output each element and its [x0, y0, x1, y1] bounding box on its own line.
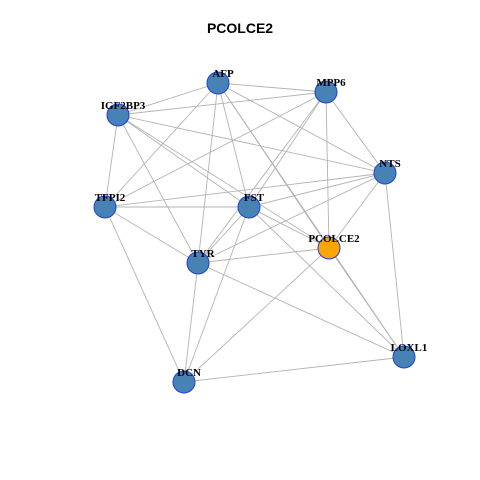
- edge-igf2bp3-pcolce2: [117, 114, 330, 249]
- node-circle-mpp6: [314, 80, 338, 104]
- node-afp: AFP: [206, 68, 234, 95]
- edge-tyr-dcn: [183, 262, 199, 383]
- edge-mpp6-nts: [325, 91, 386, 174]
- node-loxl1: LOXL1: [391, 342, 428, 369]
- edge-pcolce2-loxl1: [328, 247, 405, 358]
- edge-loxl1-dcn: [183, 356, 405, 383]
- node-label-pcolce2: PCOLCE2: [308, 233, 360, 245]
- edge-tfpi2-tyr: [104, 206, 199, 264]
- edge-fst-loxl1: [248, 206, 405, 358]
- edge-nts-fst: [248, 172, 386, 208]
- edge-mpp6-tfpi2: [104, 91, 327, 208]
- edge-tyr-pcolce2: [197, 247, 330, 264]
- edge-fst-pcolce2: [248, 206, 330, 249]
- node-label-fst: FST: [244, 192, 265, 204]
- node-circle-fst: [237, 195, 261, 219]
- node-tfpi2: TFPI2: [93, 192, 126, 219]
- edge-afp-tyr: [197, 82, 219, 264]
- node-circle-tfpi2: [93, 195, 117, 219]
- node-circle-pcolce2: [317, 236, 341, 260]
- node-mpp6: MPP6: [314, 77, 346, 104]
- edge-igf2bp3-tyr: [117, 114, 199, 264]
- edge-nts-loxl1: [384, 172, 405, 358]
- node-label-nts: NTS: [379, 158, 400, 170]
- edge-igf2bp3-fst: [117, 114, 250, 208]
- node-circle-tyr: [186, 251, 210, 275]
- node-circle-nts: [373, 161, 397, 185]
- edge-fst-dcn: [183, 206, 250, 383]
- edge-pcolce2-dcn: [183, 247, 330, 383]
- figure-title: PCOLCE2: [206, 20, 274, 36]
- edge-nts-tfpi2: [104, 172, 386, 208]
- edge-tfpi2-dcn: [104, 206, 185, 383]
- edges-layer: [104, 82, 405, 383]
- node-label-afp: AFP: [212, 68, 234, 80]
- edge-fst-tyr: [197, 206, 250, 264]
- node-circle-afp: [206, 71, 230, 95]
- node-dcn: DCN: [172, 367, 201, 394]
- node-label-dcn: DCN: [177, 367, 201, 379]
- node-label-mpp6: MPP6: [316, 77, 346, 89]
- node-circle-loxl1: [392, 345, 416, 369]
- edge-mpp6-fst: [248, 91, 327, 208]
- edge-mpp6-igf2bp3: [117, 91, 327, 116]
- node-pcolce2: PCOLCE2: [308, 233, 360, 260]
- node-igf2bp3: IGF2BP3: [101, 100, 146, 127]
- node-nts: NTS: [373, 158, 401, 185]
- edge-afp-mpp6: [217, 82, 327, 93]
- edge-tyr-loxl1: [197, 262, 405, 358]
- node-label-igf2bp3: IGF2BP3: [101, 100, 146, 112]
- edge-igf2bp3-tfpi2: [104, 114, 119, 208]
- edge-nts-pcolce2: [328, 172, 386, 249]
- edge-afp-igf2bp3: [117, 82, 219, 116]
- node-label-tfpi2: TFPI2: [95, 192, 126, 204]
- edge-mpp6-tyr: [197, 91, 327, 264]
- node-label-loxl1: LOXL1: [391, 342, 428, 354]
- node-tyr: TYR: [186, 248, 216, 275]
- edge-igf2bp3-nts: [117, 114, 386, 174]
- node-circle-dcn: [172, 370, 196, 394]
- node-circle-igf2bp3: [106, 103, 130, 127]
- node-fst: FST: [237, 192, 265, 219]
- edge-mpp6-pcolce2: [325, 91, 330, 249]
- edge-nts-tyr: [197, 172, 386, 264]
- node-label-tyr: TYR: [191, 248, 215, 260]
